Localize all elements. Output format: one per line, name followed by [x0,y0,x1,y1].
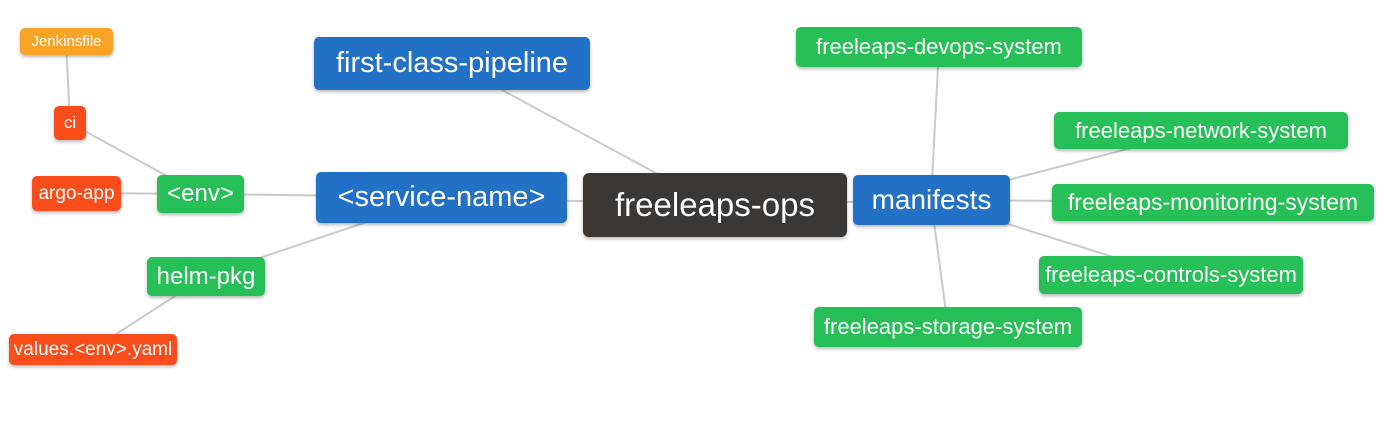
edge-manifests-devops-system [930,46,940,201]
node-manifests[interactable]: manifests [853,175,1010,225]
node-freeleaps-devops-system[interactable]: freeleaps-devops-system [796,27,1082,67]
node-argo-app[interactable]: argo-app [32,176,121,211]
node-freeleaps-monitoring-system[interactable]: freeleaps-monitoring-system [1052,184,1374,221]
node-env[interactable]: <env> [157,175,244,213]
node-freeleaps-controls-system[interactable]: freeleaps-controls-system [1039,256,1303,294]
node-values-env-yaml[interactable]: values.<env>.yaml [9,334,177,365]
node-helm-pkg[interactable]: helm-pkg [147,257,265,296]
node-freeleaps-network-system[interactable]: freeleaps-network-system [1054,112,1348,149]
node-service-name[interactable]: <service-name> [316,172,567,223]
node-jenkinsfile[interactable]: Jenkinsfile [20,28,113,55]
node-ci[interactable]: ci [54,106,86,140]
node-freeleaps-ops-root[interactable]: freeleaps-ops [583,173,847,237]
node-first-class-pipeline[interactable]: first-class-pipeline [314,37,590,90]
node-freeleaps-storage-system[interactable]: freeleaps-storage-system [814,307,1082,347]
